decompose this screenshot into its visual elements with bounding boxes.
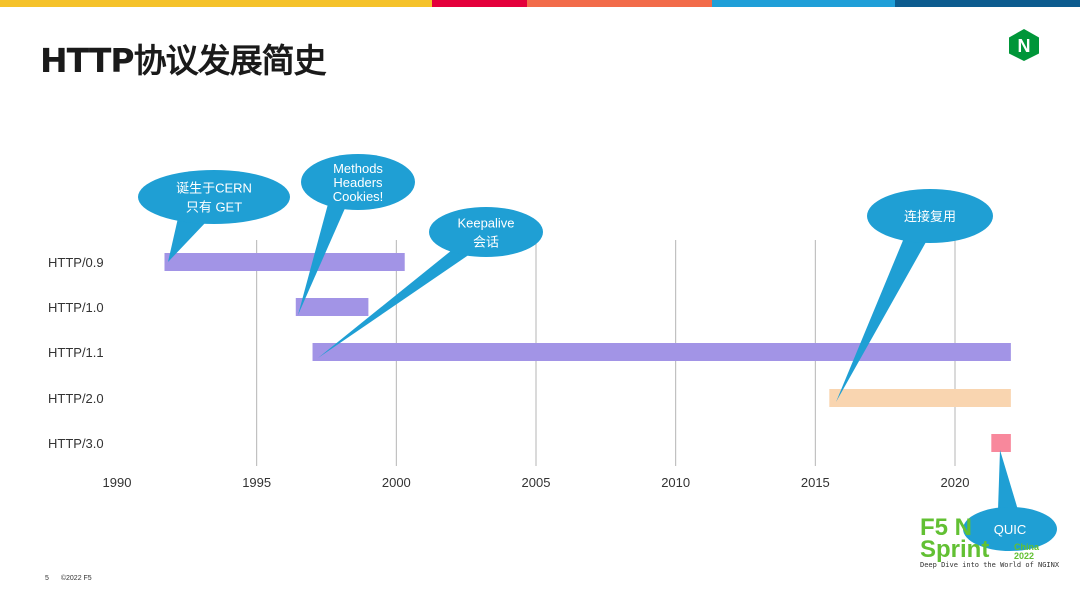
y-category-label: HTTP/3.0 bbox=[48, 436, 104, 451]
x-tick-label: 1995 bbox=[242, 475, 271, 490]
callout-tail bbox=[318, 250, 470, 358]
y-category-label: HTTP/1.1 bbox=[48, 345, 104, 360]
callout-text: Headers bbox=[333, 175, 383, 190]
x-tick-label: 1990 bbox=[103, 475, 132, 490]
callout-bubble bbox=[429, 207, 543, 257]
bar-HTTP30 bbox=[991, 434, 1011, 452]
bar-HTTP09 bbox=[164, 253, 405, 271]
callout-text: 会话 bbox=[473, 235, 499, 250]
y-category-label: HTTP/0.9 bbox=[48, 255, 104, 270]
callout-text: Methods bbox=[333, 161, 383, 176]
y-category-label: HTTP/1.0 bbox=[48, 300, 104, 315]
callout-text: Cookies! bbox=[333, 189, 384, 204]
callout-text: QUIC bbox=[994, 522, 1027, 537]
x-tick-label: 2020 bbox=[941, 475, 970, 490]
stripe-2 bbox=[432, 0, 527, 7]
brand-line1: F5 N bbox=[920, 514, 973, 541]
callout-tail bbox=[298, 204, 346, 315]
stripe-4 bbox=[712, 0, 895, 7]
callout-tail bbox=[998, 450, 1018, 510]
callout-text: 诞生于CERN bbox=[176, 181, 252, 196]
bar-HTTP20 bbox=[829, 389, 1011, 407]
brand-year: China 2022 bbox=[1014, 542, 1040, 561]
callout-bubble bbox=[301, 154, 415, 210]
callout-text: 连接复用 bbox=[904, 209, 956, 224]
brand-tagline: Deep Dive into the World of NGINX bbox=[920, 561, 1060, 569]
x-tick-label: 2005 bbox=[522, 475, 551, 490]
f5-sprint-logo: F5 N Sprint China 2022 Deep Dive into th… bbox=[920, 514, 1060, 570]
stripe-1 bbox=[0, 0, 432, 7]
callout-tail bbox=[168, 218, 206, 262]
stripe-3 bbox=[527, 0, 712, 7]
stripe-5 bbox=[895, 0, 1080, 7]
x-tick-label: 2000 bbox=[382, 475, 411, 490]
bar-HTTP10 bbox=[295, 298, 369, 316]
logo-letter: N bbox=[1018, 36, 1031, 56]
callout-tail bbox=[836, 238, 926, 402]
callout-text: 只有 GET bbox=[186, 200, 242, 215]
callout-bubble bbox=[138, 170, 290, 224]
callout-bubble bbox=[867, 189, 993, 243]
page-number: 5 bbox=[45, 575, 49, 582]
x-tick-label: 2010 bbox=[661, 475, 690, 490]
y-category-label: HTTP/2.0 bbox=[48, 391, 104, 406]
page-title: HTTP协议发展简史 bbox=[40, 41, 327, 80]
copyright: ©2022 F5 bbox=[60, 575, 92, 582]
nginx-logo: N bbox=[1009, 29, 1039, 61]
bar-HTTP11 bbox=[312, 343, 1011, 361]
callout-bubble bbox=[963, 507, 1057, 551]
brand-line2: Sprint bbox=[920, 536, 990, 563]
callout-text: Keepalive bbox=[457, 216, 514, 231]
footer: 5 ©2022 F5 bbox=[45, 575, 102, 582]
x-tick-label: 2015 bbox=[801, 475, 830, 490]
